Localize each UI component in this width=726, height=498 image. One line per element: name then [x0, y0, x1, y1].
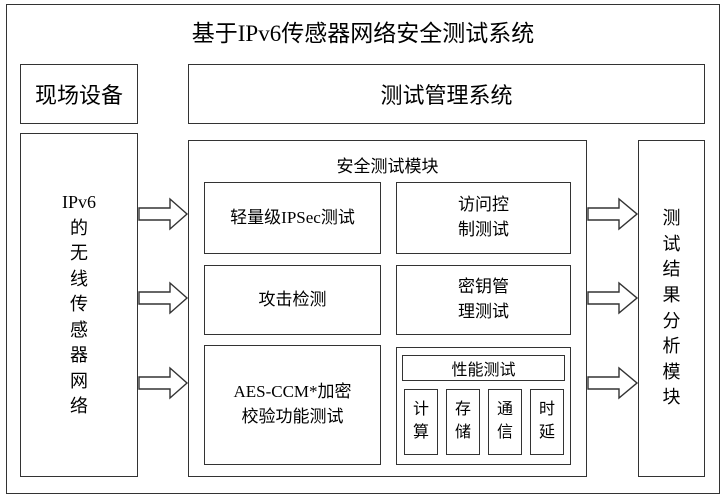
performance-test-title: 性能测试 — [451, 356, 515, 380]
result-char: 块 — [663, 385, 681, 411]
aes-ccm-line-1: AES-CCM*加密 — [233, 380, 351, 405]
perf-communication-char: 通 — [497, 399, 513, 422]
access-control-line-1: 访问控 — [458, 193, 509, 218]
wsn-char: 感 — [70, 318, 88, 344]
wsn-char: 的 — [70, 216, 88, 242]
perf-storage-char: 存 — [455, 399, 471, 422]
wsn-char: 线 — [70, 267, 88, 293]
key-management-line-2: 理测试 — [458, 300, 509, 325]
perf-latency-char: 延 — [539, 422, 555, 445]
wsn-box: IPv6 的 无 线 传 感 器 网 络 — [20, 133, 138, 477]
result-analysis-box: 测 试 结 果 分 析 模 块 — [638, 140, 705, 477]
perf-compute-char: 计 — [413, 399, 429, 422]
field-device-box: 现场设备 — [20, 64, 138, 124]
security-test-module-title: 安全测试模块 — [188, 152, 587, 177]
perf-storage-char: 储 — [455, 422, 471, 445]
aes-ccm-test: AES-CCM*加密 校验功能测试 — [204, 345, 381, 465]
wsn-char: 传 — [70, 292, 88, 318]
perf-storage: 存 储 — [446, 389, 480, 455]
lightweight-ipsec-test: 轻量级IPSec测试 — [204, 182, 381, 254]
access-control-line-2: 制测试 — [458, 218, 509, 243]
result-char: 试 — [663, 232, 681, 258]
key-management-line-1: 密钥管 — [458, 275, 509, 300]
aes-ccm-line-2: 校验功能测试 — [242, 405, 344, 430]
result-char: 结 — [663, 257, 681, 283]
perf-communication-char: 信 — [497, 422, 513, 445]
key-management-test: 密钥管 理测试 — [396, 265, 571, 335]
perf-communication: 通 信 — [488, 389, 522, 455]
performance-test-title-box: 性能测试 — [402, 355, 565, 381]
test-management-box: 测试管理系统 — [188, 64, 705, 124]
wsn-char: 络 — [70, 394, 88, 420]
result-char: 析 — [663, 334, 681, 360]
perf-latency-char: 时 — [539, 399, 555, 422]
wsn-char: 器 — [70, 343, 88, 369]
perf-latency: 时 延 — [530, 389, 564, 455]
wsn-char: 网 — [70, 369, 88, 395]
result-char: 测 — [663, 206, 681, 232]
attack-detection-label: 攻击检测 — [259, 288, 327, 313]
lightweight-ipsec-label: 轻量级IPSec测试 — [230, 206, 355, 231]
system-title: 基于IPv6传感器网络安全测试系统 — [6, 14, 720, 48]
result-char: 果 — [663, 283, 681, 309]
perf-compute: 计 算 — [404, 389, 438, 455]
wsn-char: IPv6 — [62, 190, 96, 216]
wsn-char: 无 — [70, 241, 88, 267]
perf-compute-char: 算 — [413, 422, 429, 445]
access-control-test: 访问控 制测试 — [396, 182, 571, 254]
test-management-label: 测试管理系统 — [380, 78, 512, 110]
result-char: 分 — [663, 309, 681, 335]
field-device-label: 现场设备 — [35, 78, 123, 110]
attack-detection-test: 攻击检测 — [204, 265, 381, 335]
result-char: 模 — [663, 360, 681, 386]
